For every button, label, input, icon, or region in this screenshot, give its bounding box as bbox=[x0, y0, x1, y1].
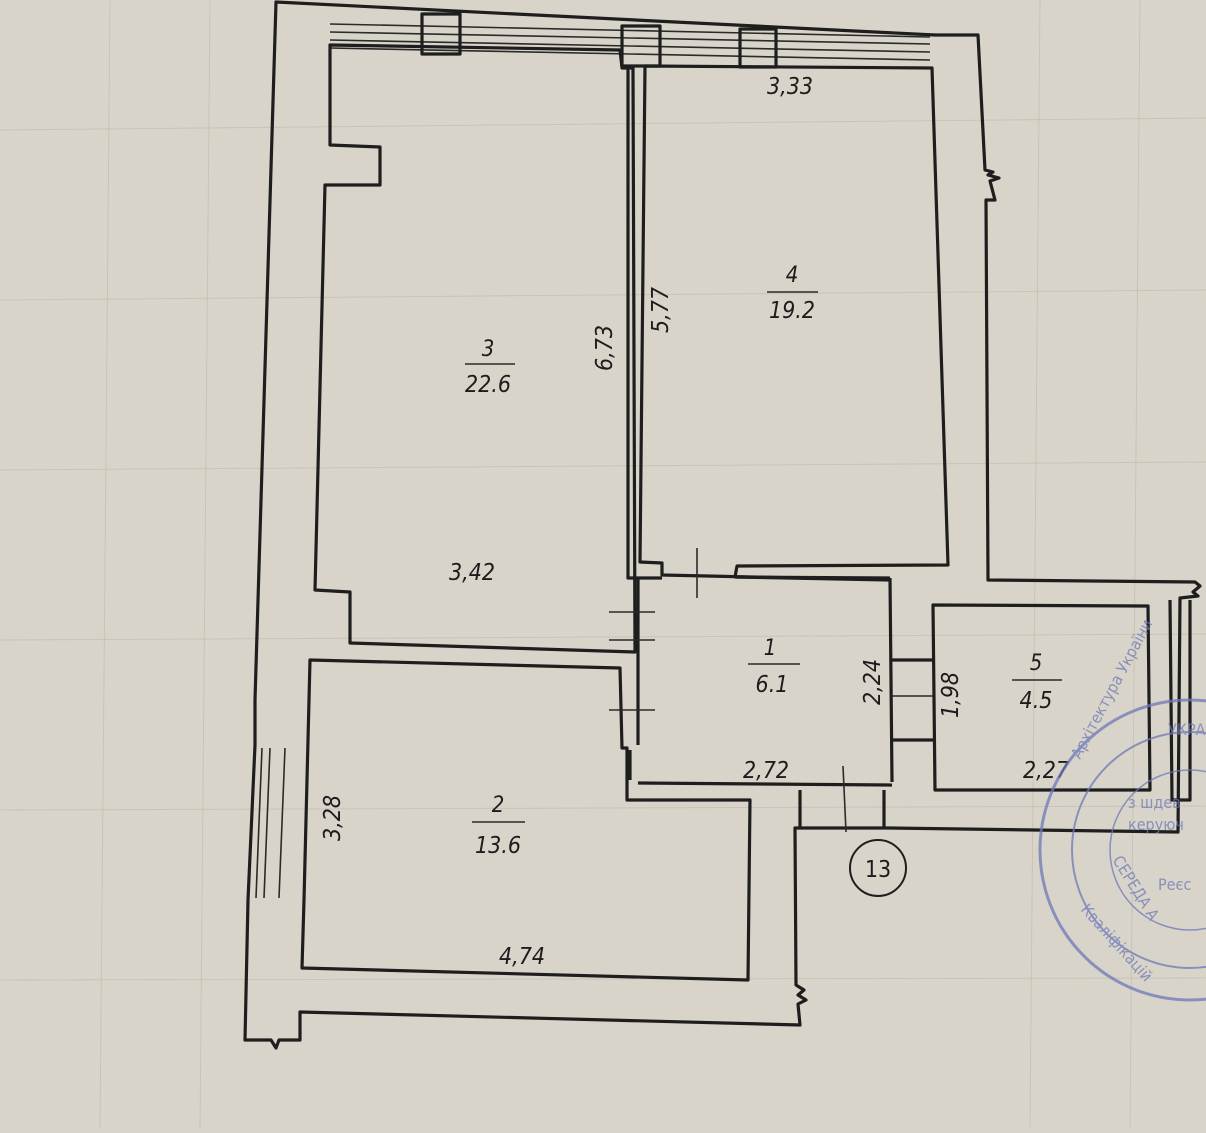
outer-walls bbox=[243, 0, 1202, 1050]
room-4-label: 4 19.2 bbox=[767, 263, 818, 324]
room-1-number: 1 bbox=[764, 636, 777, 661]
stamp-line-3: з шдев bbox=[1128, 793, 1181, 812]
room-4-number: 4 bbox=[786, 263, 799, 288]
room-2-number: 2 bbox=[492, 793, 505, 818]
dim-room3-right: 6,73 bbox=[592, 325, 618, 371]
dim-room4-top: 3,33 bbox=[767, 74, 813, 100]
room-3-area: 22.6 bbox=[465, 372, 511, 398]
dim-room3-bottom: 3,42 bbox=[449, 560, 495, 586]
room-3-number: 3 bbox=[482, 337, 495, 362]
official-stamp: Архітектура України УКРА з шдев керуюч Р… bbox=[1038, 616, 1206, 1002]
partitions bbox=[300, 68, 1192, 982]
room-5-area: 4.5 bbox=[1020, 688, 1053, 714]
dim-room4-left: 5,77 bbox=[648, 287, 674, 333]
room-2-label: 2 13.6 bbox=[472, 793, 525, 859]
dimension-labels: 3,33 5,77 6,73 3,42 2,24 2,72 1,98 2,27 … bbox=[320, 74, 1069, 970]
dim-room1-bottom: 2,72 bbox=[743, 758, 789, 784]
room-3-label: 3 22.6 bbox=[465, 337, 515, 398]
dim-room2-left: 3,28 bbox=[320, 795, 346, 841]
unit-marker-number: 13 bbox=[865, 857, 891, 883]
room-5-number: 5 bbox=[1030, 651, 1043, 676]
dim-room2-bottom: 4,74 bbox=[499, 944, 545, 970]
room-3-outline bbox=[313, 43, 637, 654]
stamp-line-5: Реєс bbox=[1158, 875, 1191, 894]
stamp-line-4: керуюч bbox=[1128, 815, 1184, 834]
room-2-area: 13.6 bbox=[475, 833, 521, 859]
room-1-label: 1 6.1 bbox=[748, 636, 800, 698]
stamp-line-6: СЕРЕДА А bbox=[1109, 852, 1164, 924]
stamp-line-2: УКРА bbox=[1168, 720, 1206, 739]
unit-marker: 13 bbox=[849, 839, 907, 897]
room-5-label: 5 4.5 bbox=[1012, 651, 1062, 714]
stamp-line-1: Архітектура України bbox=[1067, 616, 1157, 762]
dim-room5-left: 1,98 bbox=[938, 672, 964, 718]
room-4-area: 19.2 bbox=[769, 298, 815, 324]
room-1-area: 6.1 bbox=[756, 672, 789, 698]
dim-room1-right: 2,24 bbox=[860, 659, 886, 705]
